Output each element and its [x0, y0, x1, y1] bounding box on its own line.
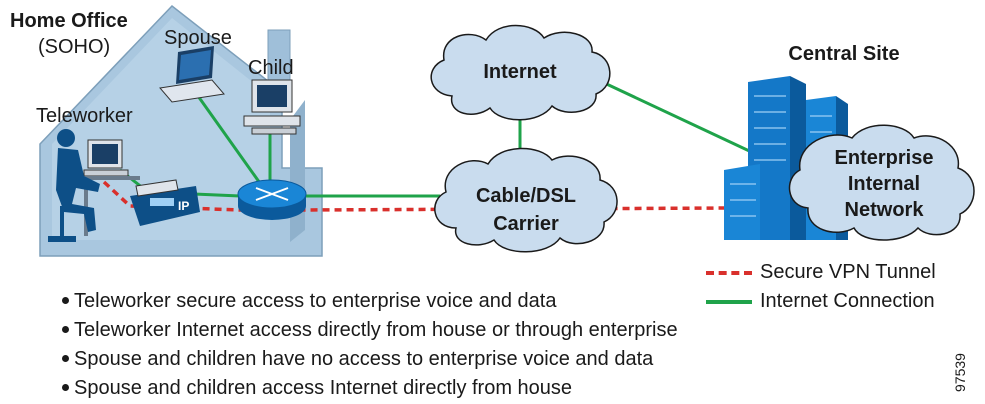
- internet-label: Internet: [483, 61, 557, 83]
- bullet-item: Spouse and children access Internet dire…: [62, 374, 678, 403]
- legend-swatch-internet: [706, 299, 752, 304]
- legend-row-internet: Internet Connection: [706, 287, 936, 316]
- home-office-title: Home Office: [10, 10, 128, 32]
- teleworker-label: Teleworker: [36, 105, 133, 127]
- carrier-label-line1: Cable/DSL: [476, 185, 576, 207]
- home-office-subtitle: (SOHO): [38, 36, 110, 58]
- enterprise-label-line2: Internal: [848, 173, 920, 195]
- bullet-item: Teleworker Internet access directly from…: [62, 316, 678, 345]
- laptop-icon: [159, 46, 225, 103]
- bullet-item: Teleworker secure access to enterprise v…: [62, 287, 678, 316]
- teleworker-person-icon: [48, 129, 100, 242]
- carrier-label-line2: Carrier: [493, 213, 559, 235]
- legend-swatch-vpn: [706, 270, 752, 275]
- enterprise-label-line1: Enterprise: [835, 147, 934, 169]
- spouse-label: Spouse: [164, 27, 232, 49]
- legend-label-internet: Internet Connection: [760, 290, 935, 312]
- figure-id: 97539: [952, 353, 968, 392]
- enterprise-label-line3: Network: [845, 199, 925, 221]
- legend-label-vpn: Secure VPN Tunnel: [760, 261, 936, 283]
- legend: Secure VPN Tunnel Internet Connection: [706, 258, 936, 316]
- enterprise-cloud: [788, 124, 975, 241]
- bullet-list: Teleworker secure access to enterprise v…: [62, 287, 678, 403]
- bullet-item: Spouse and children have no access to en…: [62, 345, 678, 374]
- central-site-title: Central Site: [788, 43, 899, 65]
- child-label: Child: [248, 57, 294, 79]
- legend-row-vpn: Secure VPN Tunnel: [706, 258, 936, 287]
- router-icon: [237, 179, 307, 220]
- ip-phone-tag: IP: [178, 199, 189, 213]
- carrier-cloud: [434, 147, 618, 253]
- internet-cloud: [430, 24, 611, 121]
- ip-phone-icon: IP: [130, 179, 200, 226]
- desktop-pc-icon: [243, 79, 301, 135]
